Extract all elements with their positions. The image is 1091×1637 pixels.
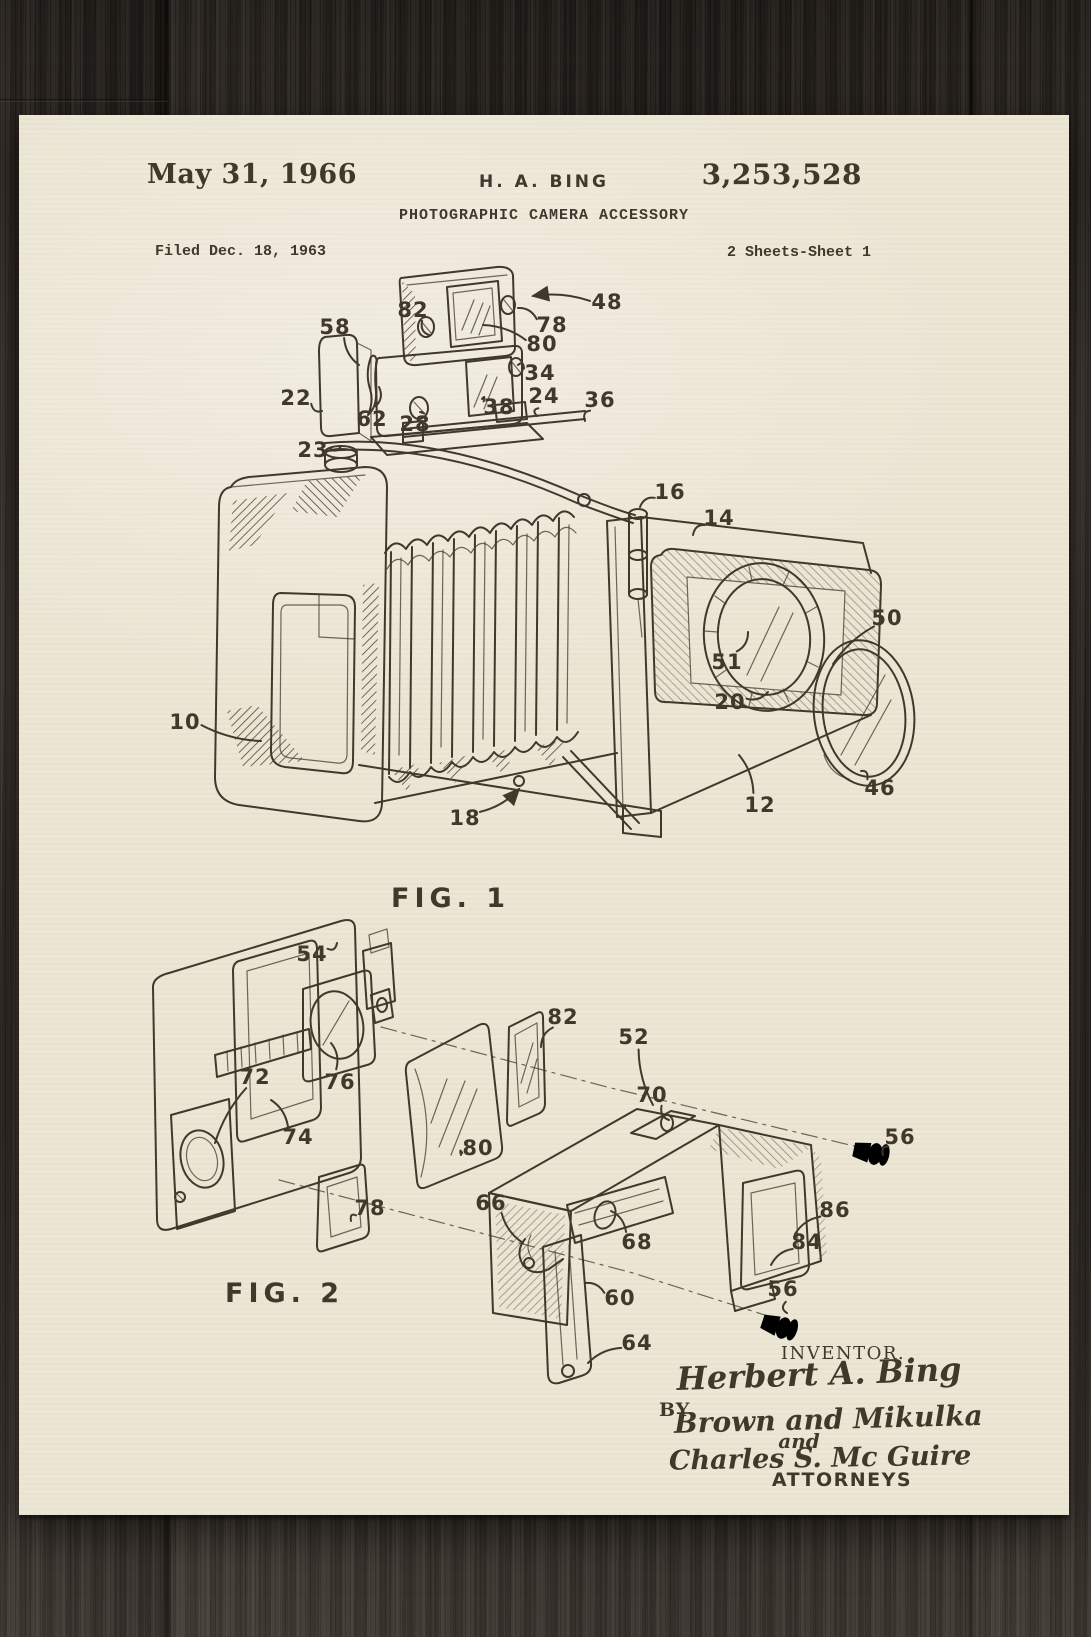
ref-numeral-50: 50 <box>871 606 902 630</box>
leader-line-78 <box>518 308 537 319</box>
leader-line-80 <box>483 325 526 340</box>
ref-numeral-22: 22 <box>280 386 311 410</box>
leader-line-36 <box>584 411 590 421</box>
figure1-drawing <box>215 267 923 837</box>
ref-numeral-70: 70 <box>636 1083 667 1107</box>
ref-numeral-80: 80 <box>526 332 557 356</box>
ref-numeral-24: 24 <box>528 384 559 408</box>
ref-numeral-54: 54 <box>296 942 327 966</box>
prism-80 <box>406 1024 502 1188</box>
figure2-label: FIG. 2 <box>225 1278 344 1309</box>
ref-numeral-78: 78 <box>354 1196 385 1220</box>
ref-numeral-12: 12 <box>744 793 775 817</box>
ref-numeral-10: 10 <box>169 710 200 734</box>
ref-numeral-82: 82 <box>547 1005 578 1029</box>
ref-numeral-80: 80 <box>462 1136 493 1160</box>
figure2-drawing <box>153 920 891 1383</box>
leader-line-56 <box>783 1302 787 1313</box>
leader-line-16 <box>640 498 655 507</box>
ref-numeral-60: 60 <box>604 1286 635 1310</box>
ref-numeral-72: 72 <box>239 1065 270 1089</box>
leader-line-51 <box>737 632 748 651</box>
screw-bottom <box>759 1310 800 1343</box>
ref-numeral-86: 86 <box>819 1198 850 1222</box>
ref-numeral-28: 28 <box>399 412 430 436</box>
leader-line-60 <box>585 1283 604 1293</box>
ref-numeral-16: 16 <box>654 480 685 504</box>
leader-line-74 <box>271 1100 288 1126</box>
ref-numeral-34: 34 <box>524 361 555 385</box>
ref-numeral-46: 46 <box>864 776 895 800</box>
ref-numeral-76: 76 <box>324 1070 355 1094</box>
leader-line-18 <box>480 789 519 812</box>
ref-numeral-68: 68 <box>621 1230 652 1254</box>
bellows <box>385 511 578 791</box>
ref-numeral-56: 56 <box>884 1125 915 1149</box>
attorneys-caption: ATTORNEYS <box>747 1469 937 1491</box>
leader-line-84 <box>771 1249 793 1265</box>
ref-numeral-66: 66 <box>475 1191 506 1215</box>
leader-line-64 <box>588 1348 621 1363</box>
ref-numeral-82: 82 <box>397 298 428 322</box>
leader-line-12 <box>739 755 753 793</box>
front-standard-lens-hood <box>607 517 881 817</box>
ref-numeral-62: 62 <box>356 407 387 431</box>
ref-numeral-84: 84 <box>791 1230 822 1254</box>
patent-drawing: 82 48 58 78 80 34 22 62 28 38 24 36 23 16 14 50 51 20 10 18… <box>19 115 1069 1515</box>
figure1-label: FIG. 1 <box>391 883 510 914</box>
ref-numeral-23: 23 <box>297 438 328 462</box>
ref-numeral-48: 48 <box>591 290 622 314</box>
patent-sheet: May 31, 1966 H. A. BING 3,253,528 PHOTOG… <box>19 115 1069 1515</box>
ref-numeral-74: 74 <box>282 1125 313 1149</box>
back-plate <box>153 920 395 1230</box>
ref-numeral-58: 58 <box>319 315 350 339</box>
ref-numeral-52: 52 <box>618 1025 649 1049</box>
ref-numeral-36: 36 <box>584 388 615 412</box>
ref-numeral-51: 51 <box>711 650 742 674</box>
ref-numeral-18: 18 <box>449 806 480 830</box>
ref-numeral-20: 20 <box>714 690 745 714</box>
leader-line-82 <box>422 321 429 335</box>
leader-line-48 <box>533 295 590 301</box>
ref-numeral-14: 14 <box>703 506 734 530</box>
ref-numeral-64: 64 <box>621 1331 652 1355</box>
ref-numeral-56: 56 <box>767 1277 798 1301</box>
ref-numeral-38: 38 <box>483 395 514 419</box>
leader-line-54 <box>328 943 337 950</box>
leader-line-76 <box>331 1043 337 1069</box>
wood-plank-seam <box>0 99 168 102</box>
